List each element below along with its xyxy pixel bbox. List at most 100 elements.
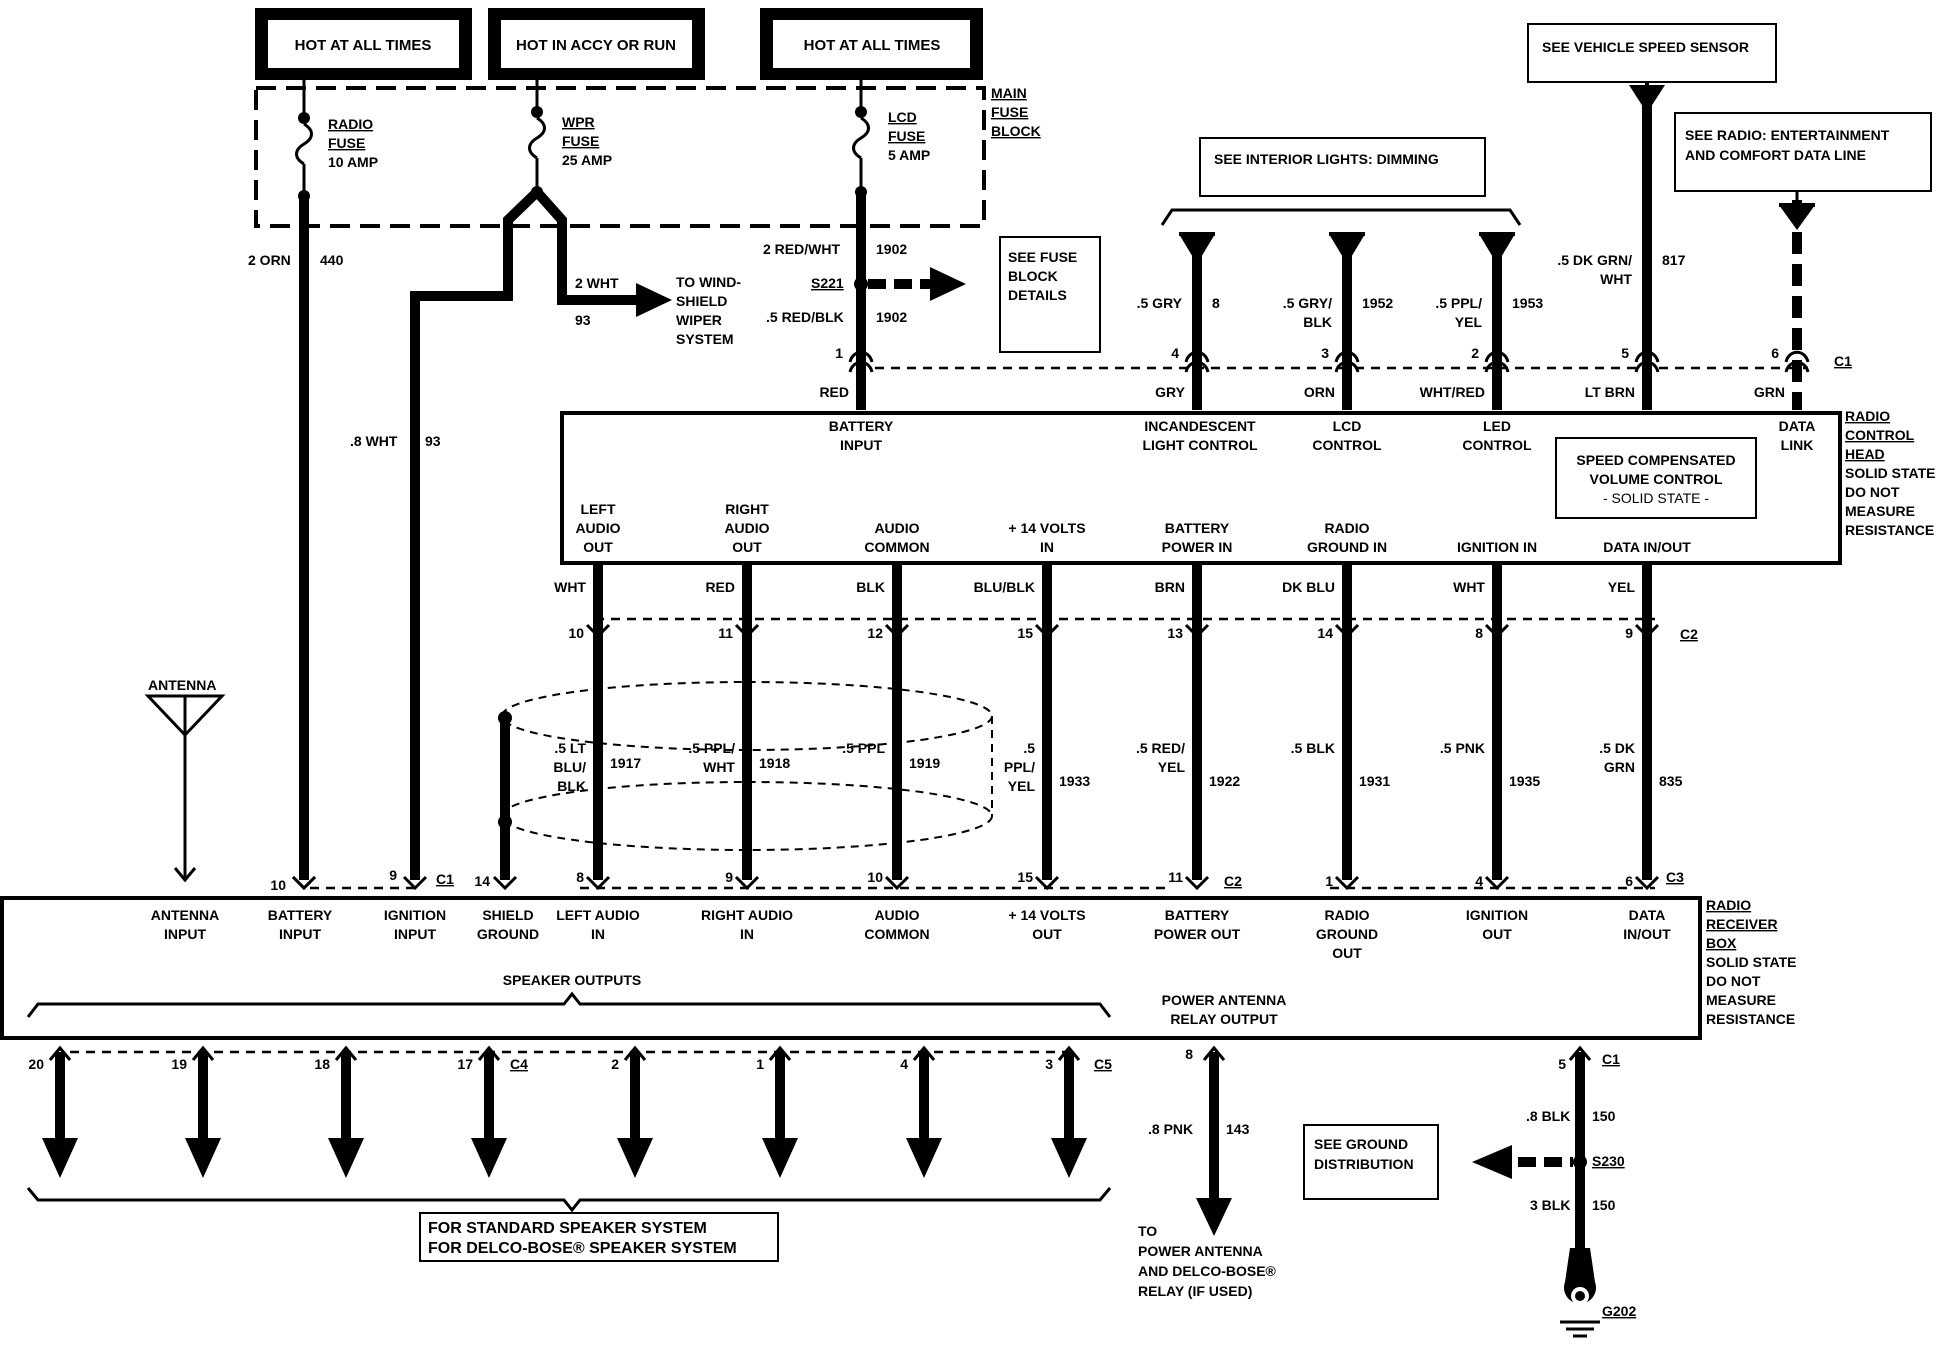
mid-wire-size-5-1: .5 RED/ [1136,740,1185,756]
speaker-arrow-8 [1051,1138,1087,1178]
rx-c2: C2 [1224,873,1242,889]
speaker-arrow-2 [185,1138,221,1178]
rx-c1: C1 [436,871,454,887]
rx-label-3-2: INPUT [394,926,436,942]
rx-c1-pin-1: 10 [270,877,286,893]
ch-top-label-5-2: LINK [1781,437,1814,453]
radio-control-head: SPEED COMPENSATED VOLUME CONTROL - SOLID… [560,408,1935,565]
mid-wire-size-2-1: .5 PPL/ [688,740,735,756]
wire-dkgrn-size-2: WHT [1600,271,1632,287]
ground-wire2-size: 3 BLK [1530,1197,1570,1213]
receiver-labels: ANTENNAINPUTBATTERYINPUTIGNITIONINPUTSHI… [151,867,1684,961]
speaker-arrow-3 [328,1138,364,1178]
c2-pin-5: 13 [1167,625,1183,641]
power-status-boxes: HOT AT ALL TIMES HOT IN ACCY OR RUN HOT … [255,8,983,80]
c2-color-8: YEL [1608,579,1636,595]
speaker-arrow-7 [906,1138,942,1178]
mid-wire-size-7-1: .5 PNK [1440,740,1485,756]
ch-top-label-2-2: LIGHT CONTROL [1142,437,1258,453]
mid-wire-circuit-8: 835 [1659,773,1683,789]
ch-bottom-label-6-1: RADIO [1324,520,1369,536]
fuse-block-label-1: MAIN [991,85,1027,101]
power-antenna-dest-2: POWER ANTENNA [1138,1243,1263,1259]
ch-bottom-label-5-2: POWER IN [1162,539,1233,555]
c2-color-4: BLU/BLK [974,579,1035,595]
rx-side-label-2: RECEIVER [1706,916,1778,932]
hot-at-all-times-1: HOT AT ALL TIMES [295,37,432,54]
ch-bottom-label-4-1: + 14 VOLTS [1008,520,1085,536]
mid-wire-size-4-3: YEL [1008,778,1036,794]
ch-top-label-1-1: BATTERY [829,418,894,434]
ch-top-label-3-1: LCD [1333,418,1362,434]
wire-gryblk-circuit: 1952 [1362,295,1393,311]
rx-label-11-1: IGNITION [1466,907,1528,923]
c1-color-6: GRN [1754,384,1785,400]
speaker-outputs-label: SPEAKER OUTPUTS [503,972,641,988]
wire-dkgrn-circuit: 817 [1662,252,1686,268]
speaker-arrow-6 [762,1138,798,1178]
power-antenna-wire: 8 .8 PNK 143 TO POWER ANTENNA AND DELCO-… [1138,1045,1277,1299]
lcd-fuse-name-1: LCD [888,109,917,125]
wire-wht2-size: 2 WHT [575,275,619,291]
wire-gryblk-size-1: .5 GRY/ [1283,295,1332,311]
ch-bottom-label-8-1: DATA IN/OUT [1603,539,1691,555]
wpr-fuse-amp: 25 AMP [562,152,612,168]
ch-side-label-5: DO NOT [1845,484,1900,500]
power-antenna-pin: 8 [1185,1046,1193,1062]
wire-wht8-circuit: 93 [425,433,441,449]
ground-wire2-circuit: 150 [1592,1197,1616,1213]
rx-label-10-2: GROUND [1316,926,1378,942]
rx-shield-pin: 14 [474,873,490,889]
ch-bottom-label-5-1: BATTERY [1165,520,1230,536]
see-interior-box: SEE INTERIOR LIGHTS: DIMMING [1160,137,1522,226]
rx-label-5-2: IN [591,926,605,942]
rx-c1-pin-2: 9 [389,867,397,883]
battery-input-wire: 2 RED/WHT 1902 S221 .5 RED/BLK 1902 SEE … [763,192,1101,410]
control-head-c1-connector: C1 [1834,353,1852,369]
antenna: ANTENNA [144,677,226,883]
power-antenna-dest-1: TO [1138,1223,1157,1239]
fuse-details-line-1: SEE FUSE [1008,249,1077,265]
radio-fuse-name-2: FUSE [328,135,365,151]
ch-side-label-3: HEAD [1845,446,1885,462]
c2-pin-6: 14 [1317,625,1333,641]
see-interior-text: SEE INTERIOR LIGHTS: DIMMING [1214,151,1439,167]
c2-pin-3: 12 [867,625,883,641]
speaker-note-line-2: FOR DELCO-BOSE® SPEAKER SYSTEM [428,1240,737,1257]
see-ground-line-2: DISTRIBUTION [1314,1156,1414,1172]
c1-pin-2: 4 [1171,345,1179,361]
wire-redwht-circuit: 1902 [876,241,907,257]
control-head-c2-connector: C2 [1680,626,1698,642]
ground-pin: 5 [1558,1056,1566,1072]
ground-circuit: 5 C1 .8 BLK 150 S230 SEE GROUND DISTRIBU… [1303,1045,1636,1338]
ch-top-label-4-1: LED [1483,418,1511,434]
mid-wire-size-5-2: YEL [1158,759,1186,775]
rx-label-7-2: COMMON [864,926,929,942]
ch-side-label-4: SOLID STATE [1845,465,1935,481]
c2-pin-7: 8 [1475,625,1483,641]
radio-fuse-amp: 10 AMP [328,154,378,170]
ch-side-label-1: RADIO [1845,408,1890,424]
mid-wire-circuit-3: 1919 [909,755,940,771]
mid-wire-size-1-2: BLU/ [553,759,586,775]
c2-pin-2: 11 [718,625,733,641]
ch-bottom-label-2-3: OUT [732,539,762,555]
rx-label-9-2: POWER OUT [1154,926,1241,942]
c2-pin-8: 9 [1625,625,1633,641]
c2-pin-4: 15 [1017,625,1033,641]
rx-label-1-2: INPUT [164,926,206,942]
shield-cylinder [498,681,993,880]
power-antenna-dest-4: RELAY (IF USED) [1138,1283,1252,1299]
c1-pin-3: 3 [1321,345,1329,361]
mid-wire-circuit-1: 1917 [610,755,641,771]
ch-bottom-label-1-3: OUT [583,539,613,555]
speaker-c5: C5 [1094,1056,1112,1072]
speaker-arrow-4 [471,1138,507,1178]
c2-color-5: BRN [1155,579,1185,595]
ch-bottom-label-1-2: AUDIO [575,520,620,536]
rx-side-label-5: DO NOT [1706,973,1761,989]
wpr-fuse: WPR FUSE 25 AMP [528,78,612,198]
